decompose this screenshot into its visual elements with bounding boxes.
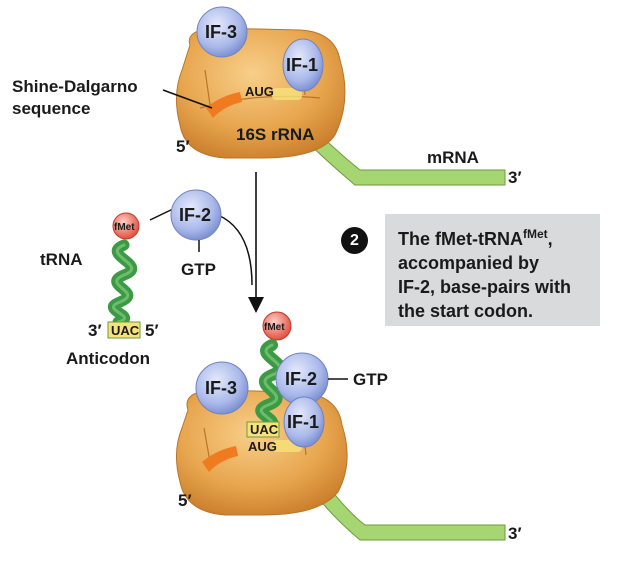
if2-label-bottom: IF-2 <box>285 369 317 389</box>
shine-dalgarno-label-line1: Shine-Dalgarno <box>12 77 138 96</box>
aug-codon-top <box>272 88 302 100</box>
callout-text: The fMet-tRNAfMet, accompanied by IF-2, … <box>398 222 603 323</box>
if3-label-top: IF-3 <box>205 22 237 42</box>
gtp-label-middle: GTP <box>181 260 216 279</box>
middle-components: IF-2 GTP fMet UAC 3′ 5′ tRNA Anticodon <box>40 172 264 368</box>
if3-label-bottom: IF-3 <box>205 378 237 398</box>
bottom-complex: fMet IF-3 IF-2 IF-1 GTP UAC AUG 5′ 3′ <box>176 311 522 543</box>
three-prime-label-middle: 3′ <box>88 321 102 340</box>
anticodon-box-middle <box>107 321 141 339</box>
anticodon-label: Anticodon <box>66 349 150 368</box>
aug-label-bottom: AUG <box>248 439 277 454</box>
shine-dalgarno-label-line2: sequence <box>12 99 90 118</box>
callout-superscript: fMet <box>522 227 548 241</box>
fmet-bottom <box>262 311 292 341</box>
if1-label-top: IF-1 <box>286 55 318 75</box>
callout-line1: The fMet-tRNAfMet, <box>398 222 603 251</box>
callout-line3: IF-2, base-pairs with <box>398 277 572 297</box>
callout-line4: the start codon. <box>398 301 534 321</box>
step-number-badge: 2 <box>341 227 368 254</box>
if3-factor-bottom <box>195 361 249 415</box>
callout-line2: accompanied by <box>398 253 540 273</box>
if2-factor-middle <box>170 189 222 241</box>
fmet-label-bottom: fMet <box>264 322 285 333</box>
five-prime-label-middle: 5′ <box>145 321 159 340</box>
anticodon-box-bottom <box>246 421 280 438</box>
shine-dalgarno-region-bottom <box>202 446 238 472</box>
if2-label-middle: IF-2 <box>179 205 211 225</box>
aug-label-top: AUG <box>245 84 274 99</box>
three-prime-label-top: 3′ <box>508 168 522 187</box>
fmet-label-middle: fMet <box>114 222 135 233</box>
rrna-label: 16S rRNA <box>236 125 314 144</box>
uac-label-bottom: UAC <box>250 422 279 437</box>
if1-label-bottom: IF-1 <box>287 412 319 432</box>
five-prime-label-bottom: 5′ <box>178 491 192 510</box>
callout-box <box>385 214 600 326</box>
anticodon-seq-middle: UAC <box>111 323 140 338</box>
shine-dalgarno-region <box>206 92 242 118</box>
mrna-label: mRNA <box>427 148 479 167</box>
if3-factor-top <box>196 6 248 58</box>
trna-label: tRNA <box>40 250 83 269</box>
gtp-label-bottom: GTP <box>353 370 388 389</box>
five-prime-label-top: 5′ <box>176 137 190 156</box>
callout-line1-main: The fMet-tRNA <box>398 229 523 249</box>
if1-factor-top <box>282 38 324 92</box>
if1-factor-bottom <box>283 396 325 448</box>
fmet-middle <box>112 212 140 240</box>
callout-line1-comma: , <box>547 229 553 249</box>
top-complex: IF-3 IF-1 AUG Shine-Dalgarno sequence 5′… <box>12 6 522 187</box>
three-prime-label-bottom: 3′ <box>508 524 522 543</box>
